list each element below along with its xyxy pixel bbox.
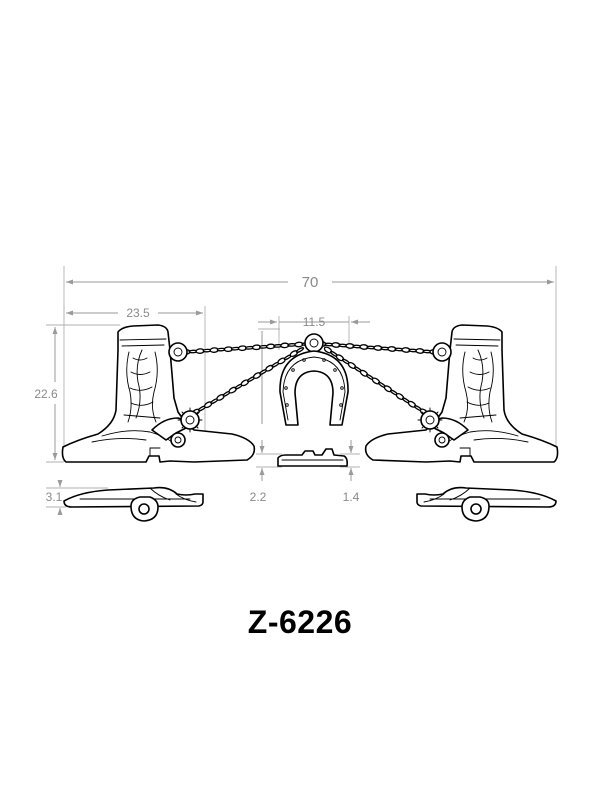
boot-thickness-dimension: 3.1 [46, 480, 108, 515]
boot-thickness-label: 3.1 [46, 490, 63, 504]
horseshoe-thickness-label: 1.4 [343, 490, 360, 504]
chain-lower-right [323, 346, 429, 416]
boot-height-label: 22.6 [34, 387, 58, 401]
overall-width-label: 70 [302, 274, 319, 291]
horseshoe-width-label: 11.5 [303, 315, 326, 329]
overall-width-dimension: 70 [63, 266, 557, 448]
horseshoe-height-label: 2.2 [250, 490, 267, 504]
chain-upper-right [317, 341, 439, 355]
right-boot-side-profile [416, 486, 557, 522]
horseshoe-side-profile [277, 448, 348, 467]
boot-width-label: 23.5 [126, 306, 150, 320]
boot-height-dimension: 22.6 [34, 324, 120, 463]
boot-width-dimension: 23.5 [63, 306, 206, 440]
chain-links [181, 341, 439, 416]
chain-upper-left [181, 341, 311, 355]
chain-lower-left [191, 347, 305, 416]
horseshoe-charm [279, 333, 349, 426]
horseshoe-height-dimension: 2.2 [250, 328, 282, 504]
product-code: Z-6226 [247, 604, 353, 640]
left-boot-side-profile [63, 486, 204, 522]
horseshoe-thickness-dimension: 1.4 [340, 440, 360, 504]
